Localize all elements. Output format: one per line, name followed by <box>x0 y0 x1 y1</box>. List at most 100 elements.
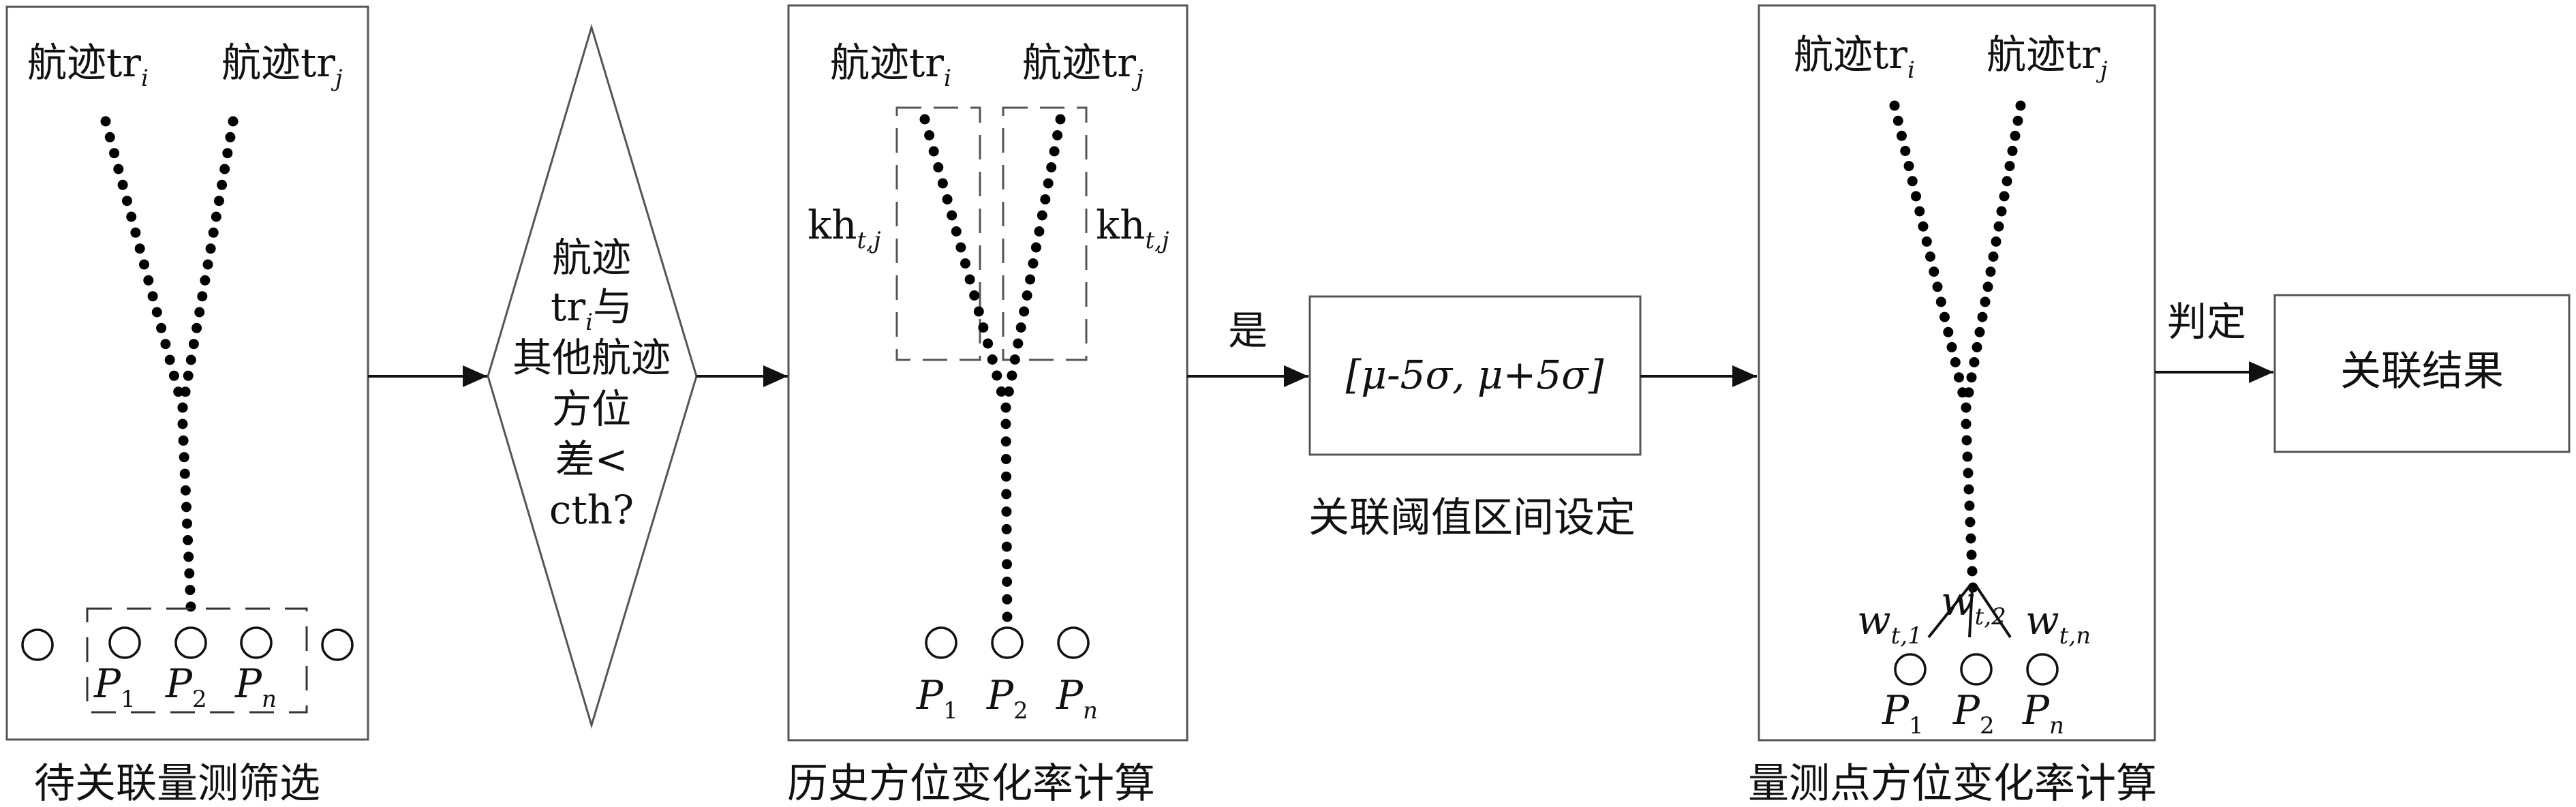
track-j-dot <box>1043 178 1054 189</box>
track-i-dot <box>1911 191 1921 202</box>
merged-track-dot <box>182 518 192 529</box>
track-i-dot <box>978 322 989 333</box>
track-j-dot <box>1972 341 1982 352</box>
track-i-dot <box>1914 206 1925 217</box>
panel1-track-j-label: 航迹trj <box>221 40 343 92</box>
track-i-dot <box>983 338 994 349</box>
track-i-dot <box>126 211 137 222</box>
track-i-dot <box>160 339 171 350</box>
panel2-frame <box>787 4 1189 742</box>
merged-track-dot <box>1962 451 1973 462</box>
track-j-dot <box>1028 258 1039 269</box>
track-i-dot <box>996 386 1007 397</box>
track-j-dot <box>205 243 216 254</box>
panel3-track-i-label: 航迹tri <box>1794 31 1915 84</box>
track-j-dot <box>219 164 230 174</box>
track-i-dot <box>955 242 966 253</box>
panel3-weight-wn: wt,n <box>2025 597 2091 650</box>
decision-line-6: cth? <box>549 487 634 533</box>
track-i-dot <box>924 130 935 140</box>
track-j-dot <box>177 402 188 413</box>
track-i-dot <box>1950 357 1961 367</box>
track-j-dot <box>1055 114 1066 125</box>
panel2-point-pn <box>1057 626 1090 659</box>
track-i-dot <box>964 274 975 285</box>
panel-measurement-screening: 航迹tri 航迹trj P1 P2 Pn 待关联量测筛选 <box>5 5 369 807</box>
track-i-dot <box>937 178 948 189</box>
track-i-dot <box>933 162 944 172</box>
decision-line-5: 差< <box>555 436 628 483</box>
track-i-dot <box>117 179 128 190</box>
track-i-dot <box>1907 176 1918 187</box>
panel2-track-j-label: 航迹trj <box>1022 40 1144 92</box>
decision-diamond: 航迹 tri与 其他航迹 方位 差< cth? <box>487 23 698 729</box>
track-j-dot <box>1015 322 1026 333</box>
merged-track-dot <box>184 568 195 579</box>
association-result: 关联结果 <box>2273 294 2571 453</box>
track-i-dot <box>143 275 154 286</box>
track-j-dot <box>213 196 224 207</box>
panel3-weight-w1: wt,1 <box>1857 597 1922 650</box>
merged-track-dot <box>1002 577 1013 587</box>
track-j-dot <box>1991 236 2002 247</box>
track-j-dot <box>1963 387 1974 398</box>
merged-track-dot <box>1000 436 1011 447</box>
track-j-dot <box>1003 386 1014 397</box>
track-j-dot <box>1034 226 1045 237</box>
track-j-dot <box>1000 402 1011 413</box>
panel3-point-label-pn: Pn <box>2022 687 2064 740</box>
track-i-dot <box>1943 326 1954 337</box>
merged-track-dot <box>185 601 196 612</box>
merged-track-dot <box>1000 418 1011 429</box>
track-j-dot <box>2010 130 2021 141</box>
panel1-point-p2 <box>174 626 207 659</box>
track-i-dot <box>951 226 962 237</box>
track-i-dot <box>1897 130 1907 141</box>
track-j-dot <box>202 259 213 270</box>
panel2-point-label-p1: P1 <box>916 672 958 725</box>
track-i-dot <box>156 322 167 333</box>
track-i-dot <box>1925 252 1935 262</box>
track-i-dot <box>973 306 984 317</box>
track-j-dot <box>1969 357 1980 367</box>
track-i-dot <box>969 290 980 301</box>
merged-track-dot <box>1000 454 1011 464</box>
track-i-dot <box>987 354 998 365</box>
panel2-point-label-pn: Pn <box>1056 672 1098 725</box>
panel1-track-i-label: 航迹tri <box>27 40 149 92</box>
track-i-dot <box>919 114 930 125</box>
threshold-interval: [μ-5σ, μ+5σ] 关联阈值区间设定 <box>1308 295 1642 542</box>
panel2-track-dots <box>919 114 1066 622</box>
panel2-point-label-p2: P2 <box>986 672 1028 725</box>
track-i-dot <box>992 370 1002 381</box>
panel1-frame <box>5 5 369 741</box>
merged-track-dot <box>1965 517 1976 528</box>
panel1-caption: 待关联量测筛选 <box>34 760 320 807</box>
result-box <box>2273 294 2571 453</box>
track-j-dot <box>188 339 199 350</box>
merged-track-dot <box>1001 506 1012 517</box>
merged-track-dot <box>183 535 194 545</box>
merged-track-dot <box>1965 533 1976 544</box>
panel3-weight-line-n <box>1975 585 2012 639</box>
panel3-caption: 量测点方位变化率计算 <box>1748 760 2157 807</box>
panel3-weight-line-1 <box>1927 585 1971 639</box>
track-i-dot <box>1889 100 1900 111</box>
decision-line-2: tri与 <box>551 284 632 336</box>
track-i-dot <box>947 210 957 221</box>
track-i-dot <box>1946 341 1957 352</box>
merged-track-dot <box>1002 611 1013 622</box>
track-i-dot <box>130 227 141 238</box>
track-j-dot <box>208 227 219 238</box>
track-i-dot <box>1900 145 1911 156</box>
track-j-dot <box>200 275 211 286</box>
track-j-dot <box>1019 306 1030 317</box>
track-j-dot <box>1966 372 1977 383</box>
threshold-text: [μ-5σ, μ+5σ] <box>1346 352 1604 398</box>
track-i-dot <box>168 370 179 381</box>
panel2-caption: 历史方位变化率计算 <box>787 760 1155 807</box>
track-i-dot <box>139 259 149 270</box>
track-j-dot <box>2015 100 2026 111</box>
panel3-track-j-label: 航迹trj <box>1987 31 2108 84</box>
track-i-dot <box>1921 236 1932 247</box>
